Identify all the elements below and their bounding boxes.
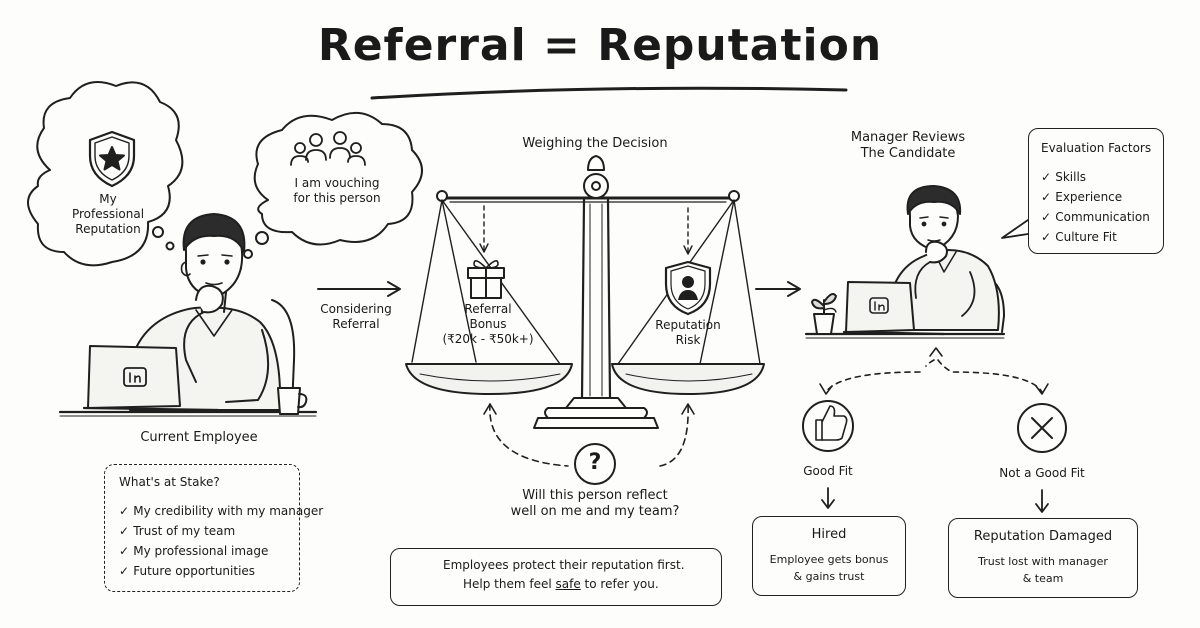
reputation-damaged-text: Trust lost with manager & team [978, 555, 1108, 585]
people-icon [290, 131, 366, 166]
hired-title: Hired [811, 527, 847, 542]
mug-icon [277, 387, 308, 415]
evaluation-factors-box: Evaluation Factors Skills Experience Com… [1028, 128, 1164, 254]
employee-caption: Current Employee [140, 430, 258, 445]
question-mark: ? [588, 450, 602, 475]
thumbs-up-icon [802, 400, 854, 452]
reputation-damaged-box: Reputation Damaged Trust lost with manag… [948, 518, 1138, 598]
stake-title: What's at Stake? [119, 475, 220, 489]
arrow-to-good-fit [825, 359, 935, 393]
considering-referral-label: Considering Referral [320, 302, 392, 331]
hired-text: Employee gets bonus & gains trust [769, 553, 889, 583]
evaluation-factors-title: Evaluation Factors [1041, 141, 1152, 155]
stake-list: My credibility with my manager Trust of … [119, 501, 323, 581]
dashed-loop-arrow [489, 403, 689, 467]
tip-line2: Help them feel safe to refer you. [463, 577, 659, 591]
tip-line2-start: Help them feel [463, 577, 556, 591]
tip-line1: Employees protect their reputation first… [443, 558, 685, 572]
factor-item: Experience [1041, 187, 1150, 207]
thought-reputation-text: My Professional Reputation [71, 192, 145, 236]
page-title: Referral = Reputation [317, 20, 883, 71]
hired-box: Hired Employee gets bonus & gains trust [752, 516, 906, 596]
scale-title: Weighing the Decision [522, 136, 668, 151]
shield-star-icon [88, 130, 136, 188]
factor-item: Communication [1041, 207, 1150, 227]
factor-item: Skills [1041, 167, 1150, 187]
not-good-fit-label: Not a Good Fit [999, 466, 1085, 480]
manager-laptop-icon [842, 281, 946, 336]
title-underline [370, 86, 848, 100]
factor-item: Culture Fit [1041, 227, 1150, 247]
question-icon [574, 443, 616, 485]
stake-item: Trust of my team [119, 521, 323, 541]
reputation-risk-label: Reputation Risk [655, 318, 721, 347]
arrow-to-scale [317, 281, 401, 297]
balance-scale [405, 155, 765, 429]
stake-item: Future opportunities [119, 561, 323, 581]
good-fit-label: Good Fit [803, 464, 853, 478]
tip-line2-end: to refer you. [580, 577, 659, 591]
manager-caption: Manager Reviews The Candidate [850, 130, 966, 162]
question-text: Will this person reflect well on me and … [510, 488, 680, 520]
bubble-tail [1001, 219, 1029, 239]
tip-line2-emphasis: safe [555, 577, 581, 591]
manager-figure [804, 185, 1006, 339]
referral-bonus-label: Referral Bonus (₹20k - ₹50k+) [442, 302, 534, 346]
arrow-to-manager [755, 281, 801, 297]
arrow-good-down [821, 487, 835, 509]
tip-box: Employees protect their reputation first… [390, 548, 722, 606]
evaluation-factors-list: Skills Experience Communication Culture … [1041, 167, 1150, 247]
laptop-icon [82, 345, 220, 412]
x-circle-icon [1017, 403, 1067, 453]
arrow-to-bad-fit [937, 359, 1043, 393]
reputation-damaged-title: Reputation Damaged [973, 529, 1113, 544]
stake-item: My credibility with my manager [119, 501, 323, 521]
shield-person-icon [664, 260, 712, 316]
thought-vouching-text: I am vouching for this person [293, 176, 381, 205]
plant-icon [811, 293, 837, 335]
stake-item: My professional image [119, 541, 323, 561]
gift-icon [467, 260, 505, 299]
stake-box: What's at Stake? My credibility with my … [104, 464, 323, 592]
arrow-bad-down [1035, 489, 1049, 513]
